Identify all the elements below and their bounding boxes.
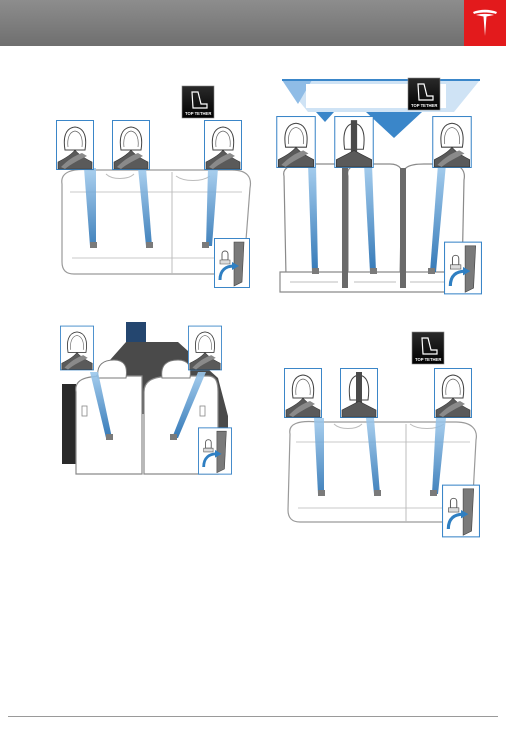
headrest-callout (435, 369, 472, 418)
diagram-third-row-two-anchors (58, 318, 234, 478)
anchor-buckle-callout (215, 239, 250, 288)
headrest-callout (188, 326, 221, 370)
headrest-callout (113, 121, 150, 170)
headrest-callout (57, 121, 94, 170)
headrest-callout (60, 326, 93, 370)
anchor-buckle-callout (443, 485, 480, 537)
headrest-callout (285, 369, 322, 418)
footer-divider (8, 716, 498, 717)
diagram-rear-seat-three-anchors-right: TOP TETHER (276, 76, 486, 298)
headrest-strap-callout (341, 369, 378, 418)
top-tether-label: TOP TETHER (411, 103, 437, 108)
top-tether-label: TOP TETHER (415, 357, 441, 362)
headrest-callout (433, 117, 471, 168)
header-bar (0, 0, 506, 46)
top-tether-badge: TOP TETHER (408, 78, 440, 110)
top-tether-label: TOP TETHER (185, 111, 211, 116)
anchor-buckle-callout (198, 428, 231, 474)
anchor-buckle-callout (445, 242, 482, 294)
tesla-logo-icon (464, 0, 506, 46)
top-tether-badge: TOP TETHER (182, 86, 214, 118)
headrest-callout (277, 117, 315, 168)
diagram-rear-seat-three-anchors-left: TOP TETHER (52, 84, 262, 298)
diagram-rear-seat-three-anchors-lower: TOP TETHER (282, 330, 488, 542)
headrest-strap-callout (335, 117, 373, 168)
top-tether-badge: TOP TETHER (412, 332, 444, 364)
headrest-callout (205, 121, 242, 170)
